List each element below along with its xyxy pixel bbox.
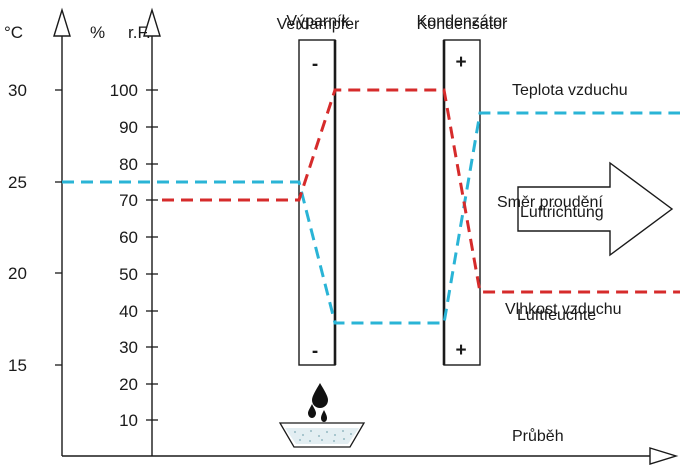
- temperature-axis-arrow-icon: [53, 7, 71, 37]
- evaporator-sign-top: -: [312, 54, 318, 75]
- humidity-tick-label: 40: [119, 302, 138, 321]
- condenser-label-secondary: Kondensator: [417, 16, 508, 33]
- relative-humidity-unit-label: r.F.: [128, 23, 151, 42]
- temperature-axis: °C 30 25 20 15: [4, 7, 71, 456]
- flow-direction-label-primary: Směr proudění: [497, 194, 603, 211]
- air-temperature-label: Teplota vzduchu: [512, 82, 628, 99]
- water-drops-icon: [308, 383, 328, 422]
- humidity-ticks: 100 90 80 70 60 50 40 30 20 10: [110, 81, 158, 430]
- condensate-tray-icon: [278, 422, 366, 448]
- temperature-tick-label: 15: [8, 356, 27, 375]
- evaporator-sign-bottom: -: [312, 341, 318, 362]
- humidity-tick-label: 100: [110, 81, 138, 100]
- evaporator-label-primary: Výparník: [286, 13, 350, 30]
- x-axis: Průběh: [62, 427, 679, 465]
- x-axis-label: Průběh: [512, 427, 564, 445]
- temperature-unit-label: °C: [4, 23, 23, 42]
- air-humidity-line: [162, 88, 680, 294]
- humidity-tick-label: 20: [119, 375, 138, 394]
- air-flow-arrow: Směr proudění Luftrichtung: [497, 161, 674, 257]
- humidity-tick-label: 10: [119, 411, 138, 430]
- evaporator: Výparník Verdampfer - -: [277, 13, 360, 366]
- temperature-tick-label: 30: [8, 81, 27, 100]
- temperature-tick-label: 25: [8, 173, 27, 192]
- humidity-tick-label: 30: [119, 338, 138, 357]
- condenser-sign-bottom: +: [455, 340, 466, 361]
- humidity-axis: % r.F. 100 90 80 70 60 50 40 30 20 10: [90, 7, 161, 456]
- flow-direction-label-secondary: Luftrichtung: [520, 204, 604, 221]
- humidity-tick-label: 50: [119, 265, 138, 284]
- temperature-ticks: 30 25 20 15: [8, 81, 62, 375]
- x-axis-arrow-icon: [649, 447, 679, 465]
- percent-unit-label: %: [90, 23, 105, 42]
- humidity-axis-arrow-icon: [143, 7, 161, 37]
- air-temperature-line: [62, 111, 680, 325]
- humidity-tick-label: 60: [119, 228, 138, 247]
- condenser-sign-top: +: [455, 52, 466, 73]
- air-humidity-label-secondary: Luftfeuchte: [517, 307, 596, 324]
- evaporator-label-secondary: Verdampfer: [277, 16, 360, 33]
- flow-arrow-icon: [517, 161, 674, 257]
- temperature-tick-label: 20: [8, 264, 27, 283]
- humidity-tick-label: 70: [119, 191, 138, 210]
- humidity-tick-label: 80: [119, 155, 138, 174]
- humidity-tick-label: 90: [119, 118, 138, 137]
- condenser-label-primary: Kondenzátor: [417, 13, 508, 30]
- air-humidity-label-primary: Vlhkost vzduchu: [505, 301, 622, 318]
